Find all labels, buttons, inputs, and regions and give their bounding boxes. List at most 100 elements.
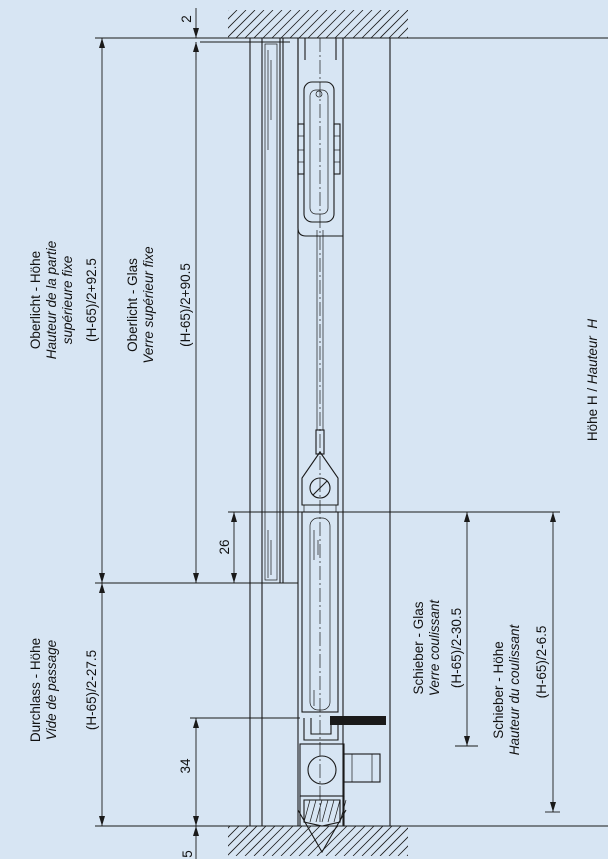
dimension-lines — [99, 8, 556, 859]
hatch-stroke — [298, 826, 330, 856]
schieber-hoehe-fr: Hauteur du coulissant — [507, 623, 522, 755]
roller-wheel — [297, 81, 341, 223]
schieber-glas-de: Schieber - Glas — [411, 601, 426, 694]
hatch-stroke — [434, 826, 464, 856]
hatch-stroke — [280, 10, 310, 38]
hatch-stroke — [406, 854, 408, 856]
schieber-hoehe-formula: (H-65)/2-6.5 — [534, 626, 549, 699]
hoehe-h-de: Höhe H — [585, 395, 600, 441]
label-hoehe-h: Höhe H / Hauteur H — [585, 319, 600, 442]
floor-hatch — [228, 826, 464, 856]
oberlicht-glas-fr: Verre supérieur fixe — [141, 246, 156, 363]
top-track — [297, 38, 343, 237]
upper-fixed-glass — [264, 43, 278, 581]
hatch-stroke — [397, 27, 408, 38]
schieber-hoehe-de: Schieber - Höhe — [491, 641, 506, 739]
hatch-stroke — [262, 10, 292, 38]
oberlicht-glas-formula: (H-65)/2+90.5 — [178, 263, 193, 347]
hatch-stroke — [235, 10, 265, 38]
hatch-stroke — [244, 10, 274, 38]
seal-hatch-stroke — [309, 799, 317, 823]
durchlass-hoehe-fr: Vide de passage — [44, 640, 59, 740]
hatch-stroke — [228, 826, 258, 856]
hatch-stroke — [289, 10, 319, 38]
extension-lines — [95, 37, 608, 827]
oberlicht-glas-de: Oberlicht - Glas — [125, 258, 140, 352]
hatch-stroke — [334, 826, 366, 856]
hatch-stroke — [235, 826, 267, 856]
hatch-stroke — [228, 826, 231, 829]
hatch-stroke — [370, 826, 402, 856]
hatch-stroke — [316, 10, 346, 38]
hatch-stroke — [343, 10, 373, 38]
schieber-glas-fr: Verre coulissant — [427, 599, 442, 697]
dim-top-gap: 2 — [179, 15, 194, 23]
hatch-stroke — [370, 10, 400, 38]
hatch-stroke — [228, 10, 238, 20]
hoehe-h-sep: / — [585, 384, 600, 395]
label-durchlass-hoehe: Durchlass - Höhe Vide de passage (H-65)/… — [28, 638, 99, 742]
hatch-stroke — [280, 826, 312, 856]
seal-hatch-stroke — [303, 799, 311, 823]
ceiling-hatch — [228, 10, 462, 38]
hatch-stroke — [352, 826, 384, 856]
hatch-stroke — [361, 826, 393, 856]
fixed-frame — [249, 38, 391, 826]
hatch-stroke — [271, 10, 301, 38]
dim-bottom-rail: 34 — [178, 758, 193, 774]
bottom-profile — [299, 716, 386, 827]
seal-hatch-stroke — [327, 799, 335, 823]
hatch-stroke — [253, 10, 283, 38]
hatch-stroke — [397, 845, 408, 856]
label-schieber-glas: Schieber - Glas Verre coulissant (H-65)/… — [411, 599, 464, 697]
hatch-stroke — [244, 826, 276, 856]
sliding-glass — [301, 511, 339, 713]
seal-hatch-stroke — [321, 799, 329, 823]
hatch-stroke — [307, 10, 337, 38]
hatch-stroke — [416, 826, 446, 856]
hatch-stroke — [406, 36, 408, 38]
durchlass-hoehe-formula: (H-65)/2-27.5 — [84, 650, 99, 730]
hatch-stroke — [425, 10, 453, 38]
schieber-glas-formula: (H-65)/2-30.5 — [449, 608, 464, 688]
hatch-stroke — [361, 10, 391, 38]
hatch-stroke — [325, 826, 357, 856]
hatch-stroke — [228, 10, 247, 29]
hatch-stroke — [388, 18, 408, 38]
oberlicht-hoehe-fr-2: supérieure fixe — [60, 256, 75, 345]
hoehe-h-fr: Hauteur H — [585, 319, 600, 385]
hatch-stroke — [343, 826, 375, 856]
hatch-stroke — [379, 827, 408, 856]
oberlicht-hoehe-de: Oberlicht - Höhe — [28, 251, 43, 349]
hatch-stroke — [298, 10, 328, 38]
hatch-stroke — [425, 826, 455, 856]
seal-hatch-stroke — [315, 799, 323, 823]
label-oberlicht-glas: Oberlicht - Glas Verre supérieur fixe (H… — [125, 246, 193, 363]
hatch-stroke — [228, 10, 256, 38]
hatch-stroke — [262, 826, 294, 856]
hatch-stroke — [271, 826, 303, 856]
hatch-stroke — [416, 10, 444, 38]
seal-hatch-stroke — [333, 799, 341, 823]
dim-bottom-gap: 5 — [180, 850, 195, 858]
hatch-stroke — [325, 10, 355, 38]
hatch-stroke — [379, 10, 408, 38]
hanger-bolt — [315, 230, 325, 455]
hatch-stroke — [307, 826, 339, 856]
hatch-stroke — [228, 826, 249, 847]
hatch-stroke — [352, 10, 382, 38]
hatch-stroke — [228, 10, 229, 11]
hatch-stroke — [253, 826, 285, 856]
hatch-stroke — [388, 836, 408, 856]
oberlicht-hoehe-fr-1: Hauteur de la partie — [44, 241, 59, 360]
hatch-stroke — [289, 826, 321, 856]
label-oberlicht-hoehe: Oberlicht - Höhe Hauteur de la partie su… — [28, 241, 99, 360]
durchlass-hoehe-de: Durchlass - Höhe — [28, 638, 43, 742]
label-schieber-hoehe: Schieber - Höhe Hauteur du coulissant (H… — [491, 623, 549, 755]
hatch-stroke — [228, 826, 240, 838]
seal-hatch-stroke — [339, 799, 347, 823]
hatch-stroke — [434, 10, 462, 38]
oberlicht-hoehe-formula: (H-65)/2+92.5 — [84, 258, 99, 342]
dim-overlap: 26 — [217, 539, 232, 554]
